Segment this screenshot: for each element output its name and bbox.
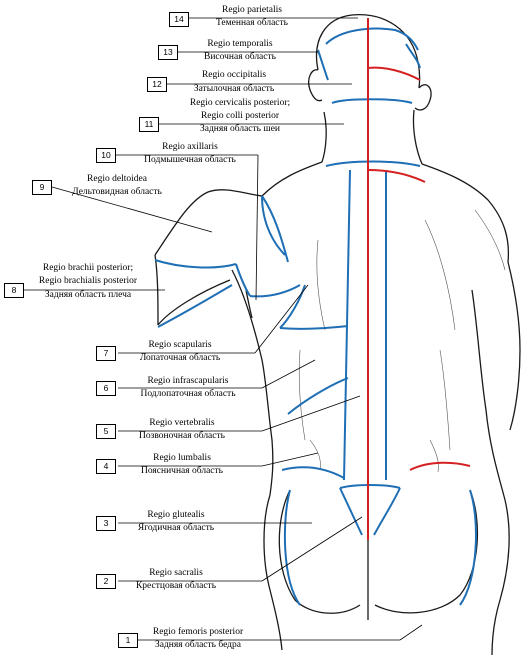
label-russian: Затылочная область bbox=[193, 84, 275, 94]
label-number: 2 bbox=[96, 574, 116, 589]
label-russian: Дельтовидная область bbox=[72, 187, 162, 197]
label-number: 1 bbox=[118, 633, 138, 648]
label-number: 8 bbox=[4, 283, 24, 298]
label-latin: Regio sacralis bbox=[149, 568, 203, 578]
label-number: 6 bbox=[96, 381, 116, 396]
label-number: 11 bbox=[139, 117, 159, 132]
label-russian: Задняя область плеча bbox=[44, 290, 132, 300]
label-number: 10 bbox=[96, 148, 116, 163]
label-number: 3 bbox=[96, 516, 116, 531]
label-russian: Височная область bbox=[204, 52, 276, 62]
label-number: 14 bbox=[169, 12, 189, 27]
label-latin: Regio scapularis bbox=[148, 340, 212, 350]
label-latin-line-2: Regio brachialis posterior bbox=[38, 276, 138, 286]
midline-red bbox=[366, 18, 471, 540]
label-russian: Задняя область шеи bbox=[199, 124, 281, 134]
region-borders bbox=[154, 27, 477, 606]
label-latin: Regio vertebralis bbox=[149, 418, 215, 428]
label-russian: Задняя область бедра bbox=[155, 640, 241, 650]
label-number: 12 bbox=[147, 77, 167, 92]
label-latin: Regio axillaris bbox=[162, 142, 218, 152]
label-russian: Подлопаточная область bbox=[140, 389, 236, 399]
label-russian: Ягодичная область bbox=[137, 523, 215, 533]
label-latin: Regio occipitalis bbox=[201, 70, 267, 80]
label-latin-line-1: Regio cervicalis posterior; bbox=[189, 98, 291, 108]
body-outline bbox=[154, 14, 521, 656]
label-russian: Теменная область bbox=[215, 18, 289, 28]
label-russian: Крестцовая область bbox=[135, 581, 217, 591]
label-latin: Regio temporalis bbox=[207, 39, 273, 49]
label-russian: Подмышечная область bbox=[144, 155, 236, 165]
leader-lines bbox=[20, 17, 423, 641]
label-number: 5 bbox=[96, 424, 116, 439]
label-number: 7 bbox=[96, 346, 116, 361]
label-number: 4 bbox=[96, 459, 116, 474]
label-latin-line-2: Regio colli posterior bbox=[200, 111, 280, 121]
label-latin: Regio femoris posterior bbox=[152, 627, 244, 637]
label-russian: Позвоночная область bbox=[139, 431, 225, 441]
label-number: 13 bbox=[158, 45, 178, 60]
muscle-contours bbox=[298, 209, 506, 473]
label-latin: Regio parietalis bbox=[222, 5, 282, 15]
label-russian: Поясничная область bbox=[140, 466, 224, 476]
label-latin: Regio deltoidea bbox=[87, 174, 147, 184]
label-latin-line-1: Regio brachii posterior; bbox=[42, 263, 134, 273]
label-number: 9 bbox=[32, 180, 52, 195]
label-latin: Regio infrascapularis bbox=[147, 376, 229, 386]
label-russian: Лопаточная область bbox=[139, 353, 221, 363]
label-latin: Regio glutealis bbox=[147, 510, 205, 520]
label-latin: Regio lumbalis bbox=[153, 453, 211, 463]
